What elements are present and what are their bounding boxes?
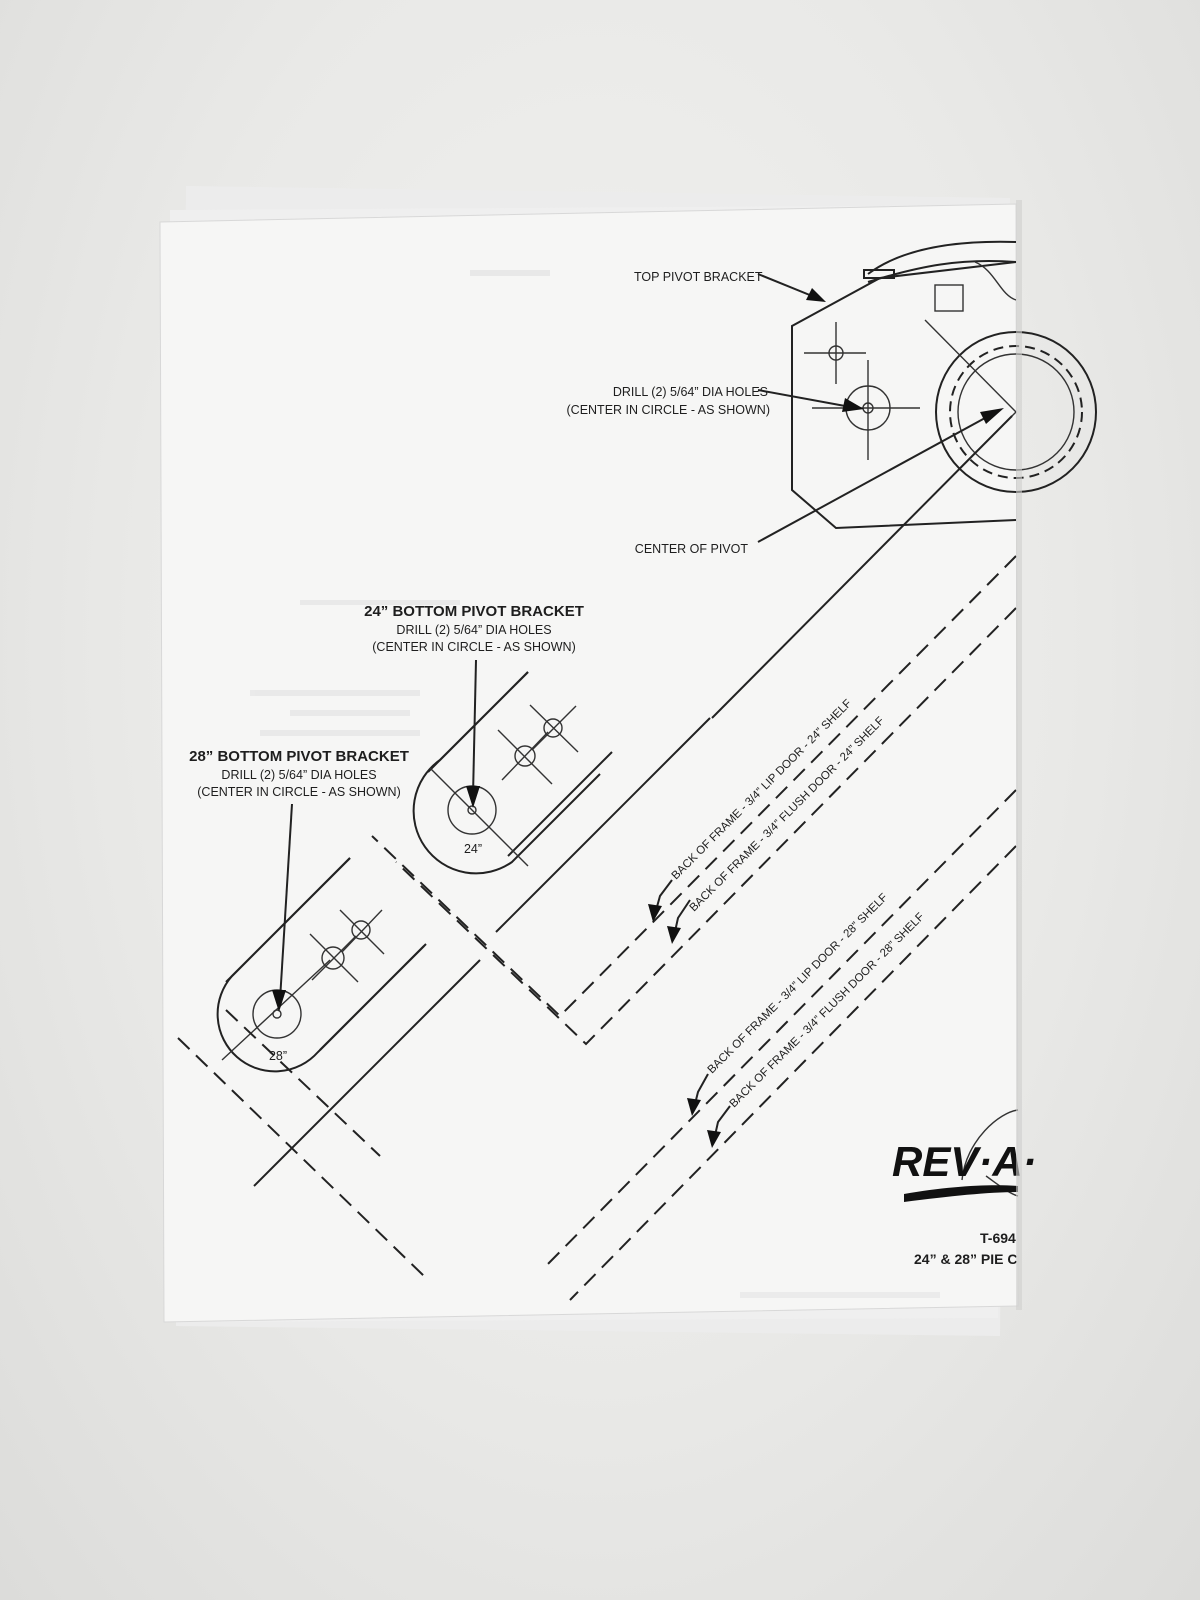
logo-swoosh (904, 1185, 1018, 1202)
bracket-24-line1: DRILL (2) 5/64” DIA HOLES (396, 623, 551, 637)
bracket-24-size: 24” (464, 842, 482, 856)
drill-holes-line2: (CENTER IN CIRCLE - AS SHOWN) (567, 403, 771, 417)
drill-holes-line1: DRILL (2) 5/64” DIA HOLES (613, 385, 768, 399)
bracket-28-title: 28” BOTTOM PIVOT BRACKET (189, 748, 409, 765)
bracket-24-line2: (CENTER IN CIRCLE - AS SHOWN) (372, 640, 576, 654)
center-of-pivot-label: CENTER OF PIVOT (635, 542, 749, 556)
bracket-28-line1: DRILL (2) 5/64” DIA HOLES (221, 768, 376, 782)
part-number: T-694 (980, 1230, 1016, 1246)
brand-block: REV·A· T-694 24” & 28” PIE C (892, 1109, 1037, 1267)
sheet-edge (1016, 200, 1022, 1310)
bottom-bracket-24-drawing (412, 659, 711, 933)
callout-arrows (757, 273, 1004, 543)
bracket-28-size: 28” (269, 1049, 287, 1063)
sheet-subtitle: 24” & 28” PIE C (914, 1251, 1018, 1267)
brand-logo: REV·A· (892, 1138, 1037, 1185)
bracket-28-line2: (CENTER IN CIRCLE - AS SHOWN) (197, 785, 401, 799)
bracket-24-title: 24” BOTTOM PIVOT BRACKET (364, 603, 584, 620)
bleed-through (250, 270, 940, 1298)
frame-guide-lines (177, 555, 1017, 1301)
top-pivot-bracket-label: TOP PIVOT BRACKET (634, 270, 763, 284)
